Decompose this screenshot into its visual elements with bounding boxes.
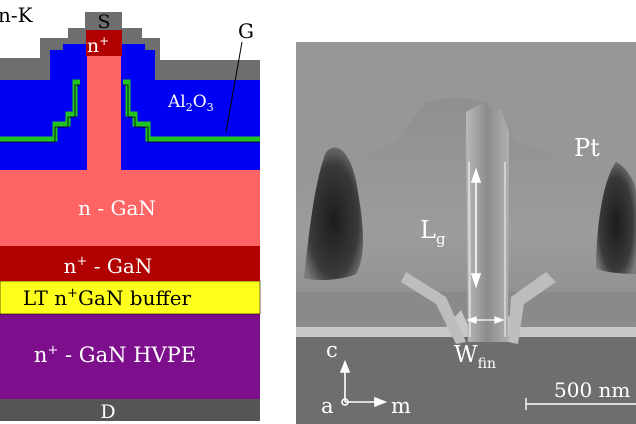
substrate-label: n+ - GaN HVPE [34, 343, 196, 367]
fin-edge-left [468, 161, 471, 338]
drift-layer [0, 170, 260, 246]
pt-cap-region [296, 42, 636, 192]
buffer-layer [0, 280, 261, 315]
axis-c-label: c [326, 338, 338, 362]
gate-length-arrow [470, 167, 482, 289]
fin-structure [466, 104, 509, 342]
source-nplus-contact [86, 30, 122, 56]
left-void [304, 147, 363, 281]
gate-label: G [238, 19, 254, 43]
layer-band-1 [296, 292, 636, 322]
drain-label: D [100, 401, 115, 423]
buffer-label: LT n+GaN buffer [23, 286, 192, 310]
scale-bar-label: 500 nm [554, 378, 630, 402]
top-left-label: n-K [0, 3, 34, 27]
pt-label: Pt [574, 134, 600, 162]
right-gate-sidewall [508, 272, 556, 344]
device-cross-section: n-K S n+ G Al2O3 n - GaN n+ - GaN LT n+G… [0, 3, 261, 423]
oxide-label: Al2O3 [167, 92, 214, 114]
gate-metal-right-outline [123, 84, 260, 143]
right-void [596, 162, 636, 274]
left-gate-sidewall [401, 272, 466, 344]
substrate-layer [0, 314, 260, 399]
fin-width-arrow [466, 316, 505, 324]
drift-layer-label: n - GaN [78, 196, 156, 220]
source-contact-label: n+ [87, 34, 109, 57]
drain-contact [0, 399, 260, 421]
sem-micrograph: Pt Lg Wfin c a m 500 nm [296, 42, 636, 424]
scale-bar [525, 398, 636, 410]
axis-m-label: m [391, 394, 411, 418]
axis-a-label: a [321, 394, 334, 418]
nplus-gan-layer [0, 246, 260, 281]
gate-length-label: Lg [420, 216, 446, 248]
fin-width-label: Wfin [454, 342, 496, 372]
source-label: S [97, 11, 110, 33]
gate-leader-line [225, 41, 243, 133]
nplus-layer-label: n+ - GaN [64, 254, 153, 278]
fin-pillar [87, 55, 121, 172]
gate-metal-left-outline [0, 84, 80, 143]
crystal-axes [339, 359, 388, 408]
layer-band-bright [296, 310, 636, 342]
layer-band-2 [296, 337, 636, 424]
